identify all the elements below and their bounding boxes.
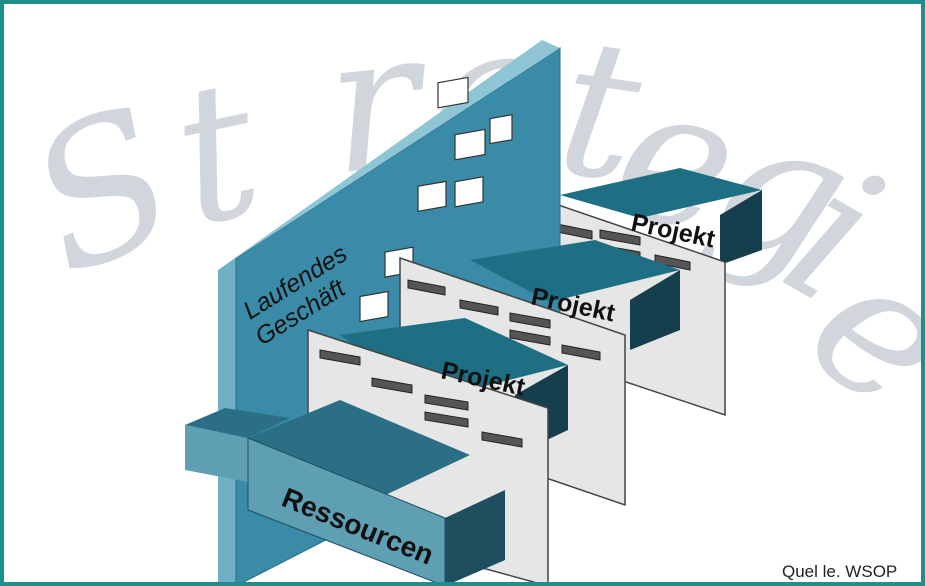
- beam-left-top: [185, 408, 290, 438]
- shelf-top-back: [560, 168, 762, 218]
- org-box: [359, 290, 389, 323]
- gantt-bar: [561, 344, 601, 361]
- gantt-bar: [459, 299, 499, 316]
- gantt-bar: [509, 329, 551, 346]
- beam-top: [248, 400, 470, 500]
- org-chart: [359, 76, 513, 323]
- beam-front: [247, 437, 446, 586]
- shelf-side-back: [720, 190, 762, 265]
- source-label: Quel le. WSOP: [782, 562, 897, 581]
- gantt-bar: [407, 279, 446, 296]
- org-box: [417, 180, 447, 213]
- gantt-bar: [654, 254, 691, 271]
- gantt-bar: [599, 229, 641, 246]
- gantt-bar: [424, 411, 469, 428]
- wall-top: [218, 40, 560, 270]
- org-box: [489, 114, 513, 145]
- gantt-bar: [319, 349, 361, 366]
- gantt-bar: [424, 394, 469, 411]
- org-box: [437, 76, 469, 109]
- gantt-middle: [407, 279, 601, 361]
- shelf-top-middle: [470, 240, 680, 302]
- gantt-bar: [371, 377, 413, 394]
- beam-left-front: [185, 425, 248, 482]
- beam-side: [445, 490, 505, 586]
- org-box: [454, 176, 484, 208]
- shelf-side-middle: [630, 270, 680, 350]
- gantt-bar: [509, 312, 551, 329]
- gantt-bar: [481, 431, 523, 448]
- org-box: [454, 128, 486, 161]
- gantt-front: [319, 349, 523, 448]
- shelf-top-front: [340, 318, 568, 400]
